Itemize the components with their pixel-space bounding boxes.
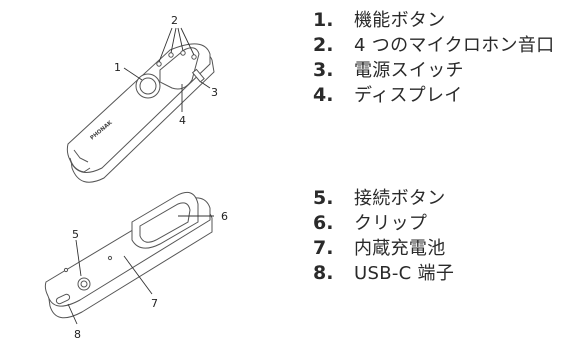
callout-number: 4: [179, 114, 186, 127]
legend-number: 8.: [313, 262, 334, 284]
legend-number: 6.: [313, 212, 334, 234]
legend-label: 内蔵充電池: [354, 238, 446, 259]
microphone-port: [191, 54, 197, 60]
callout-number: 6: [221, 210, 228, 223]
device-back-view: 6 5 7 8: [44, 191, 228, 341]
callout-number: 7: [151, 297, 158, 310]
callout-number: 5: [72, 228, 79, 241]
legend-number: 2.: [313, 34, 334, 56]
power-switch: [191, 68, 205, 83]
legend-label: 機能ボタン: [354, 10, 446, 31]
legend-label: クリップ: [354, 213, 428, 234]
legend-number: 5.: [313, 187, 334, 209]
usb-c-port: [55, 293, 71, 305]
legend-number: 1.: [313, 9, 334, 31]
legend-label: 4 つのマイクロホン音口: [354, 35, 555, 56]
legend-number: 3.: [313, 59, 334, 81]
microphone-port: [168, 52, 174, 58]
legend-label: 電源スイッチ: [354, 60, 464, 81]
callout-number: 1: [114, 61, 121, 74]
callout-number: 8: [74, 328, 81, 341]
device-illustration: PHONAK 2 1 3 4 6: [44, 14, 228, 341]
display-area: [159, 47, 200, 90]
legend-label: 接続ボタン: [354, 188, 446, 209]
legend-number: 4.: [313, 84, 334, 106]
callout-number: 2: [171, 14, 178, 27]
device-front-view: PHONAK 2 1 3 4: [66, 14, 218, 183]
legend-label: USB-C 端子: [354, 263, 455, 284]
microphone-port: [156, 61, 162, 67]
microphone-port: [180, 50, 186, 56]
legend-number: 7.: [313, 237, 334, 259]
callout-number: 3: [211, 86, 218, 99]
legend-label: ディスプレイ: [354, 85, 463, 106]
